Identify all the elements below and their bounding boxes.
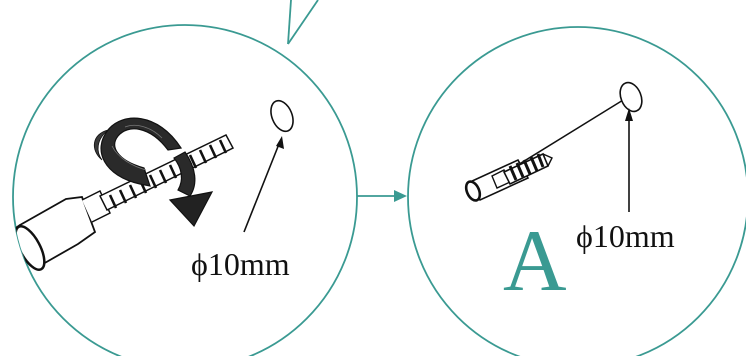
rotation-arrow-icon	[94, 117, 214, 228]
anchor-diameter-label: ϕ10mm	[576, 218, 675, 254]
next-step-arrow	[357, 190, 407, 202]
drill-diameter-label: ϕ10mm	[191, 246, 290, 282]
callout-pointer	[287, 0, 319, 45]
drill-bit-icon	[13, 134, 235, 271]
wall-anchor-icon	[464, 96, 629, 202]
drill-step-circle	[12, 24, 358, 361]
hole-marker-icon	[243, 99, 294, 233]
hole-marker-icon	[619, 81, 643, 212]
step-letter: A	[503, 213, 567, 310]
anchor-step-circle	[407, 26, 746, 361]
